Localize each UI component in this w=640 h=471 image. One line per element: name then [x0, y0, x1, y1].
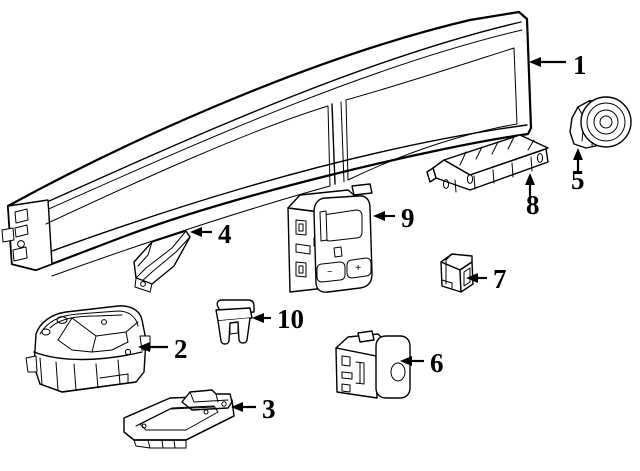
callout-number-3: 3: [262, 394, 276, 424]
switch-9-plus-label: +: [355, 262, 361, 274]
part-4-wedge-trim-bezel: [133, 230, 191, 293]
switch-9-minus-label: −: [327, 267, 333, 278]
callout-10-leader: [252, 313, 271, 323]
callout-1-leader: [529, 57, 566, 67]
cluster-left-connector-details: [1, 208, 29, 262]
part-8-multi-button-switch-bank: [426, 134, 549, 193]
callout-3-leader: [231, 402, 256, 412]
part-6-round-face-push-switch: [335, 330, 411, 399]
part-10-small-cap-retainer-clip: [215, 299, 255, 345]
part-2-control-module-housing: [25, 305, 151, 393]
callout-number-5: 5: [571, 165, 585, 195]
callout-5-leader: [573, 148, 583, 173]
callout-6-leader: [400, 356, 424, 366]
part-7-small-cube-switch: [440, 253, 474, 293]
callout-number-7: 7: [493, 264, 507, 294]
callout-number-4: 4: [218, 219, 232, 249]
callout-2-leader: [138, 342, 168, 352]
part-3-mounting-tray-bracket: [123, 389, 235, 449]
part-9-rocker-switch-with-plus-minus: − +: [287, 183, 373, 293]
callout-number-8: 8: [526, 190, 540, 220]
switch-bank-front-dividers: [454, 156, 533, 193]
callout-4-leader: [190, 227, 212, 237]
callout-number-1: 1: [573, 50, 587, 80]
callout-number-9: 9: [401, 203, 415, 233]
callout-number-6: 6: [430, 348, 444, 378]
switch-6-rear-recesses: [341, 355, 365, 393]
callout-8-leader: [525, 173, 535, 198]
part-1-instrument-cluster-display-panel: [1, 10, 533, 277]
switch-bank-button-separators: [459, 136, 535, 166]
part-5-rotary-knob-switch: [569, 96, 632, 149]
callout-7-leader: [466, 273, 487, 283]
callout-number-10: 10: [277, 304, 304, 334]
callout-number-2: 2: [174, 334, 188, 364]
callout-9-leader: [373, 211, 395, 221]
